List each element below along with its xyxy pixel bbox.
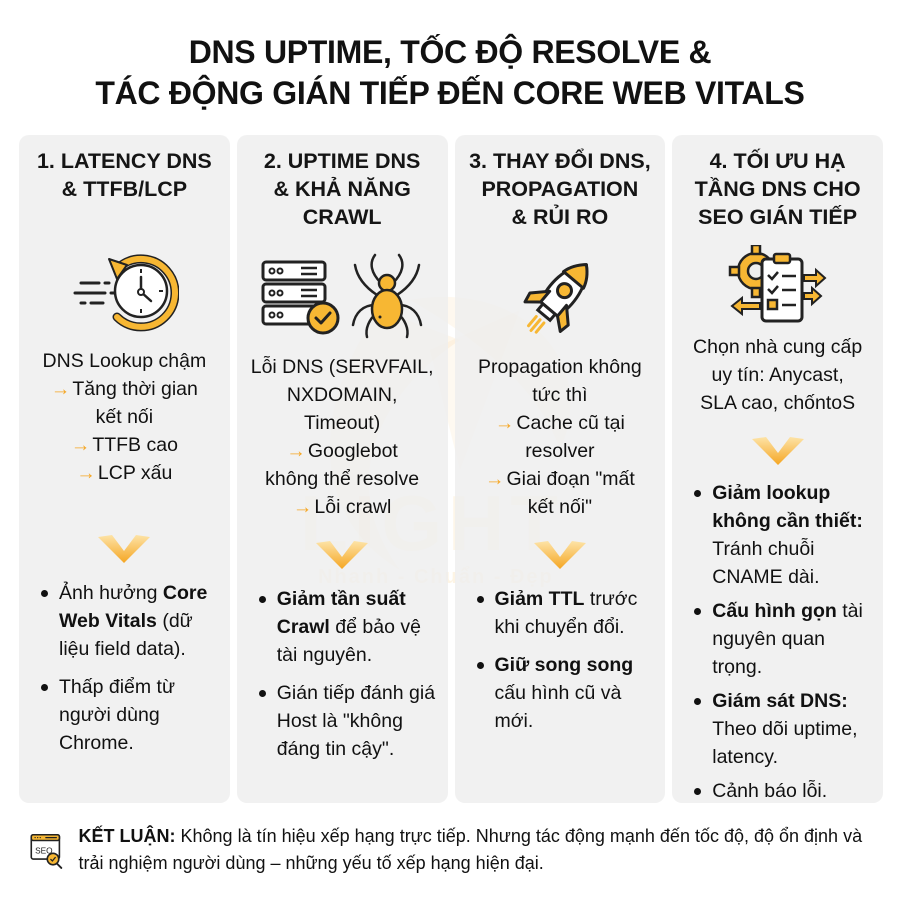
arrow-right-icon: → bbox=[494, 412, 515, 434]
card-title: 1. LATENCY DNS & TTFB/LCP bbox=[27, 147, 222, 233]
chevron-down-icon bbox=[751, 437, 804, 465]
clock-rewind-icon bbox=[73, 254, 180, 332]
arrow-right-icon: → bbox=[50, 378, 71, 400]
rocket-icon bbox=[523, 263, 589, 334]
flow-line: tức thì bbox=[532, 384, 588, 406]
bullet-item: Cảnh báo lỗi. bbox=[690, 777, 871, 805]
bullet-list: Giảm lookup không cần thiết: Tránh chuỗi… bbox=[680, 479, 875, 815]
title-line-2: TÁC ĐỘNG GIÁN TIẾP ĐẾN CORE WEB VITALS bbox=[95, 75, 805, 111]
title-line-1: DNS UPTIME, TỐC ĐỘ RESOLVE & bbox=[188, 34, 712, 70]
card-title-line: & TTFB/LCP bbox=[61, 177, 188, 201]
card-optimization: 4. TỐI ƯU HẠ TẦNG DNS CHO SEO GIÁN TIẾP bbox=[672, 135, 883, 803]
card-title: 2. UPTIME DNS & KHẢ NĂNG CRAWL bbox=[245, 147, 440, 233]
flow-line: uy tín: Anycast, bbox=[711, 364, 844, 386]
bullet-item: Cấu hình gọn tài nguyên quan trọng. bbox=[690, 597, 871, 681]
bullet-item: Giữ song song cấu hình cũ và mới. bbox=[473, 651, 654, 735]
flow-text: Lỗi DNS (SERVFAIL, NXDOMAIN, Timeout) →G… bbox=[251, 353, 434, 521]
card-uptime: 2. UPTIME DNS & KHẢ NĂNG CRAWL bbox=[236, 135, 448, 803]
bullet-item: Giảm TTL trước khi chuyển đổi. bbox=[473, 585, 654, 641]
flow-text: Propagation không tức thì →Cache cũ tại … bbox=[478, 353, 642, 521]
conclusion-label: KẾT LUẬN: bbox=[78, 826, 176, 846]
flow-line: Timeout) bbox=[304, 412, 381, 434]
card-latency: 1. LATENCY DNS & TTFB/LCP bbox=[19, 135, 230, 803]
flow-line: DNS Lookup chậm bbox=[42, 350, 207, 372]
flow-line: kết nối" bbox=[527, 496, 593, 518]
card-title: 3. THAY ĐỔI DNS, PROPAGATION & RỦI RO bbox=[463, 147, 658, 233]
bullet-list: Ảnh hưởng Core Web Vitals (dữ liệu field… bbox=[27, 579, 222, 767]
card-propagation: 3. THAY ĐỔI DNS, PROPAGATION & RỦI RO bbox=[454, 135, 666, 803]
flow-line: kết nối bbox=[95, 406, 154, 428]
arrow-right-icon: → bbox=[286, 440, 306, 462]
card-title-line: PROPAGATION bbox=[481, 177, 639, 201]
page-title: DNS UPTIME, TỐC ĐỘ RESOLVE & TÁC ĐỘNG GI… bbox=[0, 32, 900, 114]
cards-row: 1. LATENCY DNS & TTFB/LCP bbox=[19, 135, 883, 803]
bullet-item: Giảm lookup không cần thiết: Tránh chuỗi… bbox=[690, 479, 871, 591]
conclusion-footer: SEO KẾT LUẬN: Không là tín hiệu xếp hạng… bbox=[30, 823, 880, 881]
flow-line: không thể resolve bbox=[265, 468, 420, 490]
flow-line: →Lỗi crawl bbox=[292, 496, 392, 518]
flow-line: SLA cao, chốntoS bbox=[700, 392, 856, 414]
flow-text: Chọn nhà cung cấp uy tín: Anycast, SLA c… bbox=[693, 333, 862, 417]
bullet-item: Ảnh hưởng Core Web Vitals (dữ liệu field… bbox=[37, 579, 218, 663]
card-title: 4. TỐI ƯU HẠ TẦNG DNS CHO SEO GIÁN TIẾP bbox=[680, 147, 875, 231]
arrow-right-icon: → bbox=[70, 434, 91, 456]
arrow-right-icon: → bbox=[292, 496, 313, 518]
flow-text: DNS Lookup chậm →Tăng thời gian kết nối … bbox=[43, 347, 207, 487]
bullet-list: Giảm TTL trước khi chuyển đổi. Giữ song … bbox=[463, 585, 658, 745]
card-title-line: & RỦI RO bbox=[511, 205, 609, 229]
flow-line: →Tăng thời gian bbox=[50, 378, 198, 400]
card-title-line: 4. TỐI ƯU HẠ bbox=[709, 149, 846, 173]
chevron-down-icon bbox=[98, 535, 151, 563]
seo-search-icon: SEO bbox=[30, 833, 63, 869]
svg-text:SEO: SEO bbox=[35, 845, 53, 855]
gear-checklist-icon bbox=[728, 245, 827, 323]
arrow-right-icon: → bbox=[484, 468, 505, 490]
server-check-icon bbox=[261, 260, 340, 335]
flow-line: →Giai đoạn "mất bbox=[484, 468, 635, 490]
card-title-line: CRAWL bbox=[302, 205, 382, 229]
flow-line: resolver bbox=[525, 440, 595, 462]
flow-line: NXDOMAIN, bbox=[286, 384, 398, 406]
bullet-list: Giảm tần suất Crawl để bảo vệ tài nguyên… bbox=[245, 585, 440, 773]
conclusion-body: Không là tín hiệu xếp hạng trực tiếp. Nh… bbox=[78, 826, 863, 873]
card-title-line: & KHẢ NĂNG bbox=[273, 177, 411, 201]
flow-line: →Cache cũ tại bbox=[494, 412, 625, 434]
bullet-item: Thấp điểm từ người dùng Chrome. bbox=[37, 673, 218, 757]
conclusion-text: KẾT LUẬN: Không là tín hiệu xếp hạng trự… bbox=[79, 823, 880, 877]
card-title-line: SEO GIÁN TIẾP bbox=[698, 205, 858, 229]
flow-line: →Googlebot bbox=[286, 440, 398, 462]
arrow-right-icon: → bbox=[76, 462, 96, 484]
flow-line: →TTFB cao bbox=[70, 434, 178, 456]
card-title-line: 3. THAY ĐỔI DNS, bbox=[469, 149, 651, 173]
chevron-down-icon bbox=[316, 541, 369, 569]
spider-icon bbox=[351, 253, 423, 339]
flow-line: Propagation không bbox=[478, 356, 642, 378]
flow-line: →LCP xấu bbox=[76, 462, 173, 484]
card-title-line: 2. UPTIME DNS bbox=[263, 149, 421, 173]
flow-line: Lỗi DNS (SERVFAIL, bbox=[250, 356, 434, 378]
bullet-item: Giám sát DNS: Theo dõi uptime, latency. bbox=[690, 687, 871, 771]
bullet-item: Giảm tần suất Crawl để bảo vệ tài nguyên… bbox=[255, 585, 436, 669]
chevron-down-icon bbox=[533, 541, 586, 569]
bullet-item: Gián tiếp đánh giá Host là "không đáng t… bbox=[255, 679, 436, 763]
card-title-line: 1. LATENCY DNS bbox=[36, 149, 212, 173]
flow-line: Chọn nhà cung cấp bbox=[693, 336, 863, 358]
card-title-line: TẦNG DNS CHO bbox=[694, 177, 861, 201]
